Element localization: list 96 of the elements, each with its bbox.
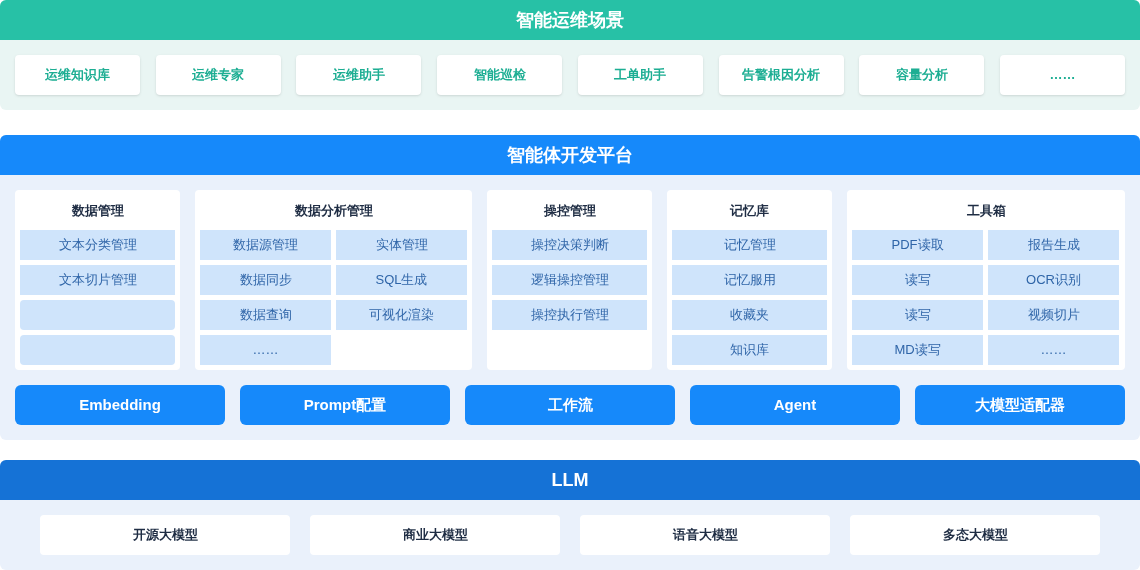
feature-tag xyxy=(672,335,827,365)
scenario-label: 运维专家 xyxy=(192,66,245,85)
feature-tag xyxy=(672,300,827,330)
feature-tag xyxy=(336,265,467,295)
feature-label: OCR识别 xyxy=(1026,271,1081,290)
feature-label: 读写 xyxy=(904,271,931,290)
feature-label: 报告生成 xyxy=(1027,236,1080,255)
feature-label: 实体管理 xyxy=(375,236,428,255)
scenario-label: …… xyxy=(1049,66,1076,85)
module-card xyxy=(667,190,832,370)
module-card xyxy=(487,190,652,370)
feature-tag xyxy=(672,230,827,260)
scenario-card xyxy=(155,55,281,95)
feature-label: 视频切片 xyxy=(1027,306,1080,325)
model-label: 商业大模型 xyxy=(402,526,468,545)
component-label: 大模型适配器 xyxy=(975,394,1065,415)
scenario-card xyxy=(859,55,985,95)
feature-tag xyxy=(20,300,175,330)
component-bar xyxy=(240,385,450,425)
feature-tag xyxy=(20,230,175,260)
model-label: 开源大模型 xyxy=(132,526,198,545)
feature-label: 逻辑操控管理 xyxy=(530,271,609,290)
component-bar xyxy=(915,385,1125,425)
scenario-label: 智能巡检 xyxy=(473,66,526,85)
layer-panel xyxy=(0,460,1140,570)
feature-tag xyxy=(336,300,467,330)
feature-tag xyxy=(20,265,175,295)
scenario-card xyxy=(437,55,563,95)
feature-tag xyxy=(20,335,175,365)
feature-label: MD读写 xyxy=(894,341,941,360)
feature-tag xyxy=(200,300,331,330)
feature-label: …… xyxy=(252,341,279,360)
module-title: 工具箱 xyxy=(965,202,1007,220)
module-title: 数据分析管理 xyxy=(293,202,374,220)
scenario-card xyxy=(718,55,844,95)
feature-tag xyxy=(492,230,647,260)
component-label: Embedding xyxy=(79,394,161,415)
component-bar xyxy=(465,385,675,425)
feature-label: PDF读取 xyxy=(891,236,944,255)
feature-label: 可视化渲染 xyxy=(369,306,434,325)
feature-label: 数据同步 xyxy=(239,271,292,290)
feature-label: 操控执行管理 xyxy=(530,306,609,325)
component-label: Prompt配置 xyxy=(303,394,387,415)
layer-title: LLM xyxy=(0,460,1140,500)
feature-label: 数据查询 xyxy=(239,306,292,325)
scenario-label: 工单助手 xyxy=(614,66,667,85)
scenario-label: 运维知识库 xyxy=(45,66,110,85)
feature-label: 知识库 xyxy=(730,341,769,360)
feature-label: 读写 xyxy=(904,306,931,325)
model-label: 多态大模型 xyxy=(942,526,1008,545)
component-label: 工作流 xyxy=(547,394,593,415)
feature-tag xyxy=(988,265,1119,295)
scenario-card xyxy=(296,55,422,95)
feature-tag xyxy=(852,230,983,260)
module-title: 记忆库 xyxy=(729,202,770,220)
feature-tag xyxy=(852,265,983,295)
scenario-card xyxy=(999,55,1125,95)
module-card xyxy=(195,190,472,370)
scenario-card xyxy=(577,55,703,95)
feature-tag xyxy=(988,335,1119,365)
scenario-card xyxy=(15,55,140,95)
feature-label: …… xyxy=(1040,341,1067,360)
layer-title: 智能体开发平台 xyxy=(0,135,1140,175)
feature-tag xyxy=(200,265,331,295)
feature-tag xyxy=(492,300,647,330)
feature-tag xyxy=(200,335,331,365)
feature-tag xyxy=(672,265,827,295)
layer-panel xyxy=(0,135,1140,440)
feature-label: 操控决策判断 xyxy=(530,236,609,255)
feature-label: 记忆服用 xyxy=(723,271,776,290)
feature-tag xyxy=(988,300,1119,330)
feature-tag xyxy=(336,230,467,260)
component-bar xyxy=(690,385,900,425)
module-card xyxy=(15,190,180,370)
feature-tag xyxy=(988,230,1119,260)
module-title: 操控管理 xyxy=(542,202,597,220)
feature-tag xyxy=(852,335,983,365)
layer-title: 智能运维场景 xyxy=(0,0,1140,40)
layer-panel xyxy=(0,0,1140,110)
feature-label: 文本分类管理 xyxy=(58,236,137,255)
scenario-label: 告警根因分析 xyxy=(742,66,820,85)
model-label: 语音大模型 xyxy=(672,526,738,545)
feature-tag xyxy=(200,230,331,260)
feature-label: 记忆管理 xyxy=(723,236,776,255)
feature-tag xyxy=(492,265,647,295)
feature-label: 收藏夹 xyxy=(730,306,769,325)
component-bar xyxy=(15,385,225,425)
module-title: 数据管理 xyxy=(70,202,125,220)
feature-tag xyxy=(852,300,983,330)
module-card xyxy=(847,190,1125,370)
scenario-label: 容量分析 xyxy=(895,66,948,85)
scenario-label: 运维助手 xyxy=(332,66,385,85)
feature-label: 数据源管理 xyxy=(233,236,298,255)
component-label: Agent xyxy=(773,394,817,415)
feature-label: SQL生成 xyxy=(375,271,428,290)
feature-label: 文本切片管理 xyxy=(58,271,137,290)
